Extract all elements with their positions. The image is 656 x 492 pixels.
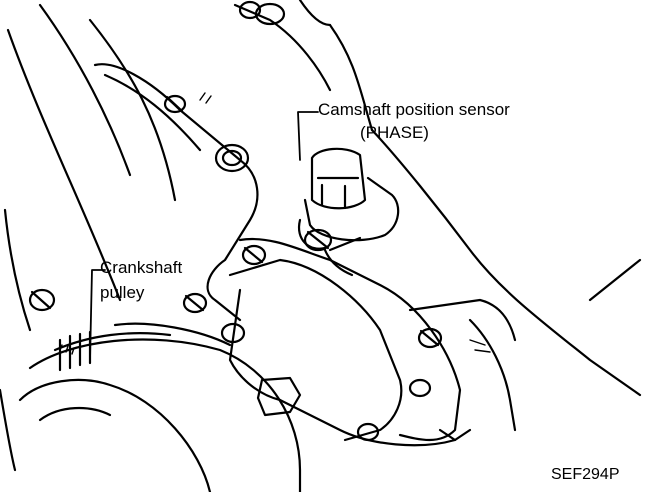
- bolt-heads: [28, 0, 443, 442]
- crankshaft-pulley-label: Crankshaft: [100, 258, 183, 277]
- timing-cover-plate: [93, 63, 517, 447]
- camshaft-sensor-label: Camshaft position sensor: [318, 100, 510, 119]
- shading-marks: [59, 92, 491, 355]
- crankshaft-pulley-drawing: [18, 322, 302, 492]
- figure-code: SEF294P: [551, 466, 620, 483]
- crankshaft-pulley-sublabel: pulley: [100, 283, 145, 302]
- engine-block-outline: [0, 0, 642, 472]
- camshaft-sensor-drawing: [297, 147, 400, 277]
- leader-lines: [89, 111, 319, 361]
- camshaft-sensor-sublabel: (PHASE): [360, 123, 429, 142]
